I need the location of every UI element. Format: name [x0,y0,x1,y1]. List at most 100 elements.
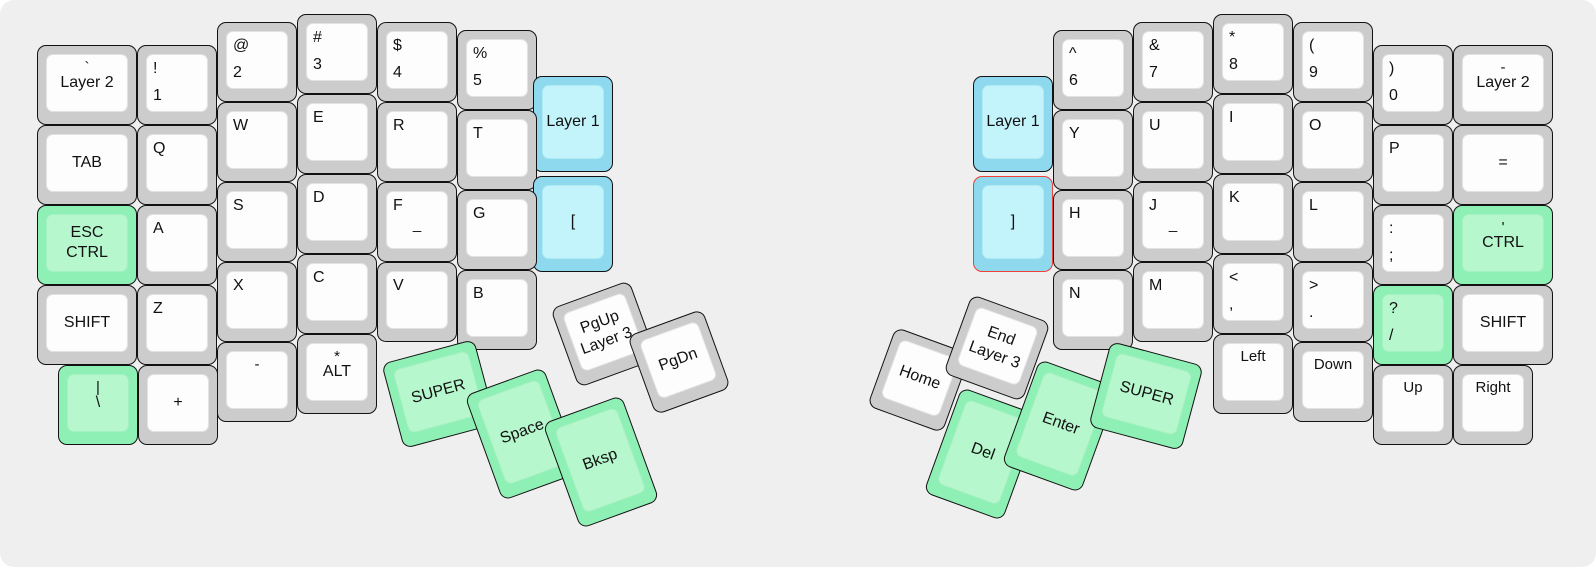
key-r[interactable]: R [377,102,457,182]
keycap: End Layer 3 [956,305,1040,387]
key-h[interactable]: H [1053,190,1133,270]
key-legend: K [1229,189,1240,206]
key-legend: > [1309,277,1319,294]
keycap: F_ [386,191,448,249]
key-i[interactable]: I [1213,94,1293,174]
key-super-right[interactable]: SUPER [1088,341,1204,451]
key-comma[interactable]: <, [1213,254,1293,334]
key-esc-ctrl[interactable]: ESC CTRL [37,205,137,285]
key-legend: * [334,348,340,365]
key-v[interactable]: V [377,262,457,342]
key-legend: SUPER [409,376,468,407]
key-semicolon[interactable]: :; [1373,205,1453,285]
key-5[interactable]: %5 [457,30,537,110]
keycap: Up [1382,374,1444,432]
key-t[interactable]: T [457,110,537,190]
key-b[interactable]: B [457,270,537,350]
key-period[interactable]: >. [1293,262,1373,342]
key-9[interactable]: (9 [1293,22,1373,102]
key-1[interactable]: !1 [137,45,217,125]
key-o[interactable]: O [1293,102,1373,182]
key-k[interactable]: K [1213,174,1293,254]
keycap: R [386,111,448,169]
keycap: E [306,103,368,161]
key-tab[interactable]: TAB [37,125,137,205]
key-4[interactable]: $4 [377,22,457,102]
key-minus-left[interactable]: - [217,342,297,422]
keycap: ESC CTRL [46,214,128,272]
key-0[interactable]: )0 [1373,45,1453,125]
key-layer1-left[interactable]: Layer 1 [533,76,613,172]
key-legend: 2 [233,64,242,81]
key-f[interactable]: F_ [377,182,457,262]
key-equal[interactable]: = [1453,125,1553,205]
key-pipe-backslash[interactable]: |\ [58,365,138,445]
key-x[interactable]: X [217,262,297,342]
key-8[interactable]: *8 [1213,14,1293,94]
keycap: A [146,214,208,272]
key-legend: SHIFT [63,314,111,331]
key-alt[interactable]: *ALT [297,334,377,414]
keycap: T [466,119,528,177]
key-legend: $ [393,37,402,54]
key-legend: = [1498,154,1508,171]
key-2[interactable]: @2 [217,22,297,102]
key-plus[interactable]: + [138,365,218,445]
keycap: = [1462,134,1544,192]
key-legend: SUPER [1117,378,1176,409]
key-u[interactable]: U [1133,102,1213,182]
key-legend: _ [412,216,422,233]
key-legend: Z [153,300,163,317]
key-g[interactable]: G [457,190,537,270]
key-right[interactable]: Right [1453,365,1533,445]
key-e[interactable]: E [297,94,377,174]
key-legend: P [1389,140,1400,157]
key-l[interactable]: L [1293,182,1373,262]
key-n[interactable]: N [1053,270,1133,350]
key-shift-left[interactable]: SHIFT [37,285,137,365]
key-grave-layer2[interactable]: `Layer 2 [37,45,137,125]
key-7[interactable]: &7 [1133,22,1213,102]
key-legend: 3 [313,56,322,73]
key-legend: . [1309,304,1314,321]
keycap: X [226,271,288,329]
key-w[interactable]: W [217,102,297,182]
keycap: *ALT [306,343,368,401]
keycap: Left [1222,343,1284,401]
key-legend: ^ [1069,45,1077,62]
key-m[interactable]: M [1133,262,1213,342]
key-quote-ctrl[interactable]: 'CTRL [1453,205,1553,285]
key-y[interactable]: Y [1053,110,1133,190]
key-legend: 1 [153,87,162,104]
key-legend: Home [896,362,943,393]
key-legend: Layer 2 [60,74,114,91]
key-bracket-left[interactable]: [ [533,176,613,272]
keycap: Right [1462,374,1524,432]
key-legend: V [393,277,404,294]
key-down[interactable]: Down [1293,342,1373,422]
key-d[interactable]: D [297,174,377,254]
key-legend: Bksp [580,445,620,474]
key-j[interactable]: J_ [1133,182,1213,262]
key-legend: ; [1389,247,1394,264]
key-6[interactable]: ^6 [1053,30,1133,110]
key-s[interactable]: S [217,182,297,262]
key-3[interactable]: #3 [297,14,377,94]
key-layer1-right[interactable]: Layer 1 [973,76,1053,172]
key-c[interactable]: C [297,254,377,334]
keycap: M [1142,271,1204,329]
key-left[interactable]: Left [1213,334,1293,414]
key-z[interactable]: Z [137,285,217,365]
key-bracket-right[interactable]: ] [973,176,1053,272]
key-q[interactable]: Q [137,125,217,205]
key-legend: * [1229,29,1236,46]
key-legend: ) [1389,60,1395,77]
key-a[interactable]: A [137,205,217,285]
key-p[interactable]: P [1373,125,1453,205]
key-slash[interactable]: ?/ [1373,285,1453,365]
key-legend: H [1069,205,1081,222]
key-minus-layer2[interactable]: -Layer 2 [1453,45,1553,125]
key-up[interactable]: Up [1373,365,1453,445]
key-shift-right[interactable]: SHIFT [1453,285,1553,365]
key-legend: X [233,277,244,294]
